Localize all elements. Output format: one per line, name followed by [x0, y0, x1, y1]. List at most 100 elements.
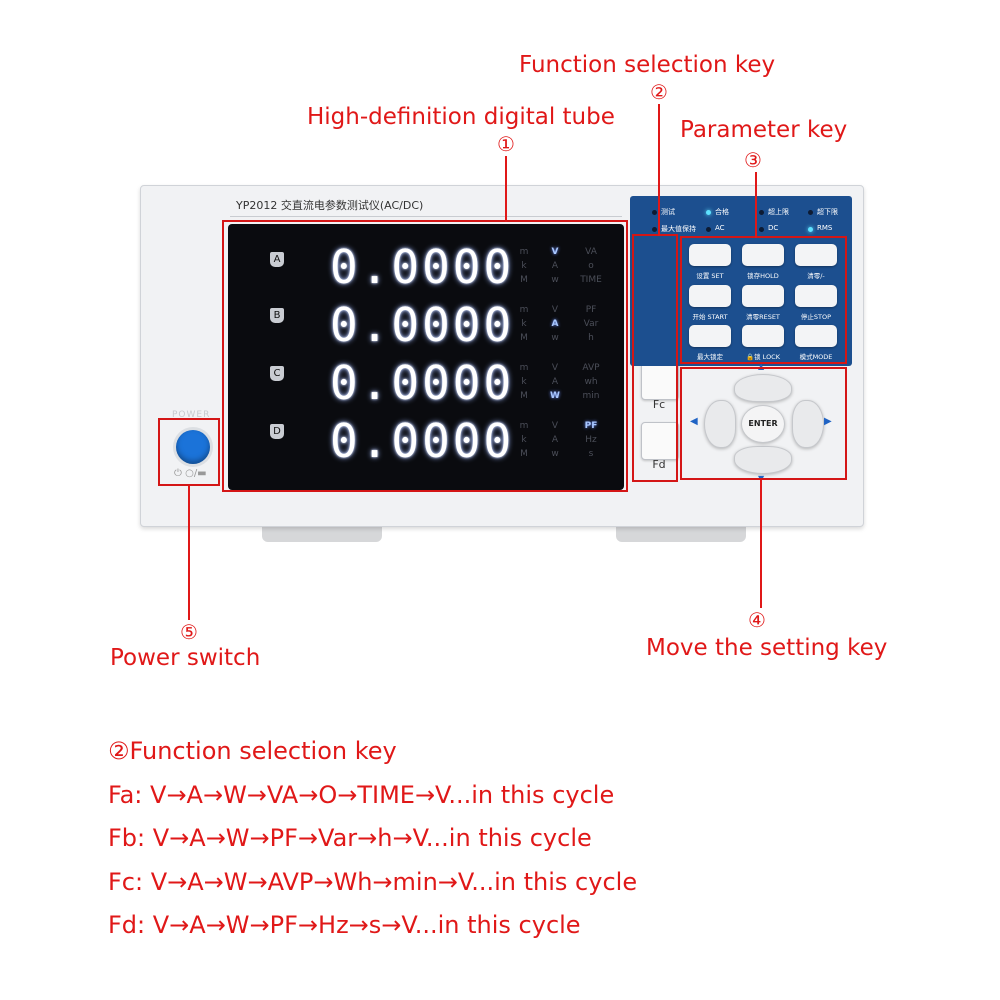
- indicator-led: [652, 227, 657, 232]
- unit-label: m: [519, 305, 529, 315]
- left-arrow-icon: ◀: [690, 416, 698, 427]
- up-key[interactable]: [734, 374, 792, 402]
- indicator-led: [759, 210, 764, 215]
- indicator-led: [652, 210, 657, 215]
- channel-d-badge: D: [270, 424, 284, 439]
- unit-label: A: [551, 377, 559, 387]
- unit-label-active: PF: [584, 421, 598, 431]
- unit-label: o: [588, 261, 594, 271]
- unit-label: V: [551, 421, 559, 431]
- up-arrow-icon: ▲: [758, 362, 765, 371]
- indicator-label: DC: [768, 224, 779, 232]
- indicator-led: [706, 227, 711, 232]
- channel-d-reading: 0.0000: [330, 414, 515, 468]
- callout-number-4: ④: [748, 608, 766, 632]
- leader-line: [755, 172, 757, 238]
- unit-label: TIME: [580, 275, 602, 285]
- left-key[interactable]: [704, 400, 736, 448]
- unit-label: M: [520, 333, 528, 343]
- leader-line: [760, 480, 762, 608]
- cycle-line-fa: Fa: V→A→W→VA→O→TIME→V...in this cycle: [108, 781, 615, 809]
- fd-key-label: Fd: [652, 458, 666, 471]
- power-switch-highlight: [158, 418, 220, 486]
- channel-b-reading: 0.0000: [330, 298, 515, 352]
- max-lock-key-label: 最大锁定: [697, 353, 723, 361]
- callout-number-5: ⑤: [180, 620, 198, 644]
- unit-label: Var: [583, 319, 599, 329]
- digital-tube-highlight: [222, 220, 628, 492]
- mode-key[interactable]: [795, 325, 837, 347]
- indicator-label: RMS: [817, 224, 833, 232]
- indicator-label: 最大值保持: [661, 225, 696, 233]
- start-key-label: 开始 START: [692, 313, 728, 321]
- unit-label-active: V: [551, 247, 559, 257]
- right-arrow-icon: ▶: [824, 416, 832, 427]
- clear-minus-key[interactable]: [795, 244, 837, 266]
- unit-label: A: [551, 261, 559, 271]
- indicator-label: 测试: [661, 208, 675, 216]
- unit-label: m: [519, 421, 529, 431]
- callout-number-3: ③: [744, 148, 762, 172]
- reset-key-label: 清零RESET: [746, 313, 780, 321]
- cycle-line-fb: Fb: V→A→W→PF→Var→h→V...in this cycle: [108, 824, 592, 852]
- indicator-label: 超下限: [817, 208, 838, 216]
- down-key[interactable]: [734, 446, 792, 474]
- set-key-label: 设置 SET: [696, 272, 724, 280]
- model-label: YP2012 交直流电参数测试仪(AC/DC): [230, 196, 622, 217]
- reset-key[interactable]: [742, 285, 784, 307]
- clear-minus-key-label: 清零/-: [807, 272, 825, 280]
- fc-key-label: Fc: [652, 398, 666, 411]
- unit-label: A: [551, 435, 559, 445]
- description-heading: ②Function selection key: [108, 737, 397, 765]
- unit-label: m: [519, 247, 529, 257]
- unit-label: PF: [585, 305, 597, 315]
- callout-number-1: ①: [497, 132, 515, 156]
- unit-label: V: [551, 305, 559, 315]
- leader-line: [188, 486, 190, 620]
- hold-key-label: 锁存HOLD: [747, 272, 779, 280]
- fd-key[interactable]: [641, 422, 679, 460]
- channel-a-reading: 0.0000: [330, 240, 515, 294]
- digital-display: [228, 224, 624, 490]
- indicator-label: 超上限: [768, 208, 789, 216]
- unit-label: M: [520, 391, 528, 401]
- unit-label: s: [588, 449, 594, 459]
- unit-label: Hz: [585, 435, 597, 445]
- power-button[interactable]: [176, 430, 210, 464]
- stop-key[interactable]: [795, 285, 837, 307]
- enter-key[interactable]: ENTER: [741, 405, 785, 443]
- right-key[interactable]: [792, 400, 824, 448]
- unit-label-active: A: [551, 319, 559, 329]
- callout-number-2: ②: [650, 80, 668, 104]
- power-brand-mark: POWER: [172, 410, 211, 420]
- start-key[interactable]: [689, 285, 731, 307]
- power-symbol-icon: ⏻ ○/▬: [174, 468, 207, 479]
- unit-label: VA: [585, 247, 597, 257]
- cycle-line-fd: Fd: V→A→W→PF→Hz→s→V...in this cycle: [108, 911, 581, 939]
- unit-label-active: W: [550, 391, 560, 401]
- lock-key[interactable]: [742, 325, 784, 347]
- set-key[interactable]: [689, 244, 731, 266]
- digital-tube-label: High-definition digital tube: [307, 104, 615, 130]
- cycle-line-fc: Fc: V→A→W→AVP→Wh→min→V...in this cycle: [108, 868, 638, 896]
- indicator-led-on: [808, 227, 813, 232]
- channel-c-reading: 0.0000: [330, 356, 515, 410]
- unit-label: V: [551, 363, 559, 373]
- unit-label: m: [519, 363, 529, 373]
- unit-label: min: [582, 391, 600, 401]
- move-setting-key-label: Move the setting key: [646, 635, 888, 661]
- max-lock-key[interactable]: [689, 325, 731, 347]
- unit-label: k: [521, 435, 527, 445]
- channel-c-badge: C: [270, 366, 284, 381]
- unit-label: k: [521, 377, 527, 387]
- unit-label: h: [588, 333, 594, 343]
- hold-key[interactable]: [742, 244, 784, 266]
- parameter-key-label: Parameter key: [680, 117, 848, 143]
- unit-label: w: [551, 275, 559, 285]
- indicator-label: 合格: [715, 208, 729, 216]
- leader-line: [505, 156, 507, 222]
- lock-key-label: 🔒锁 LOCK: [746, 353, 780, 361]
- power-switch-label: Power switch: [110, 645, 261, 671]
- stop-key-label: 停止STOP: [800, 313, 832, 321]
- indicator-led: [759, 227, 764, 232]
